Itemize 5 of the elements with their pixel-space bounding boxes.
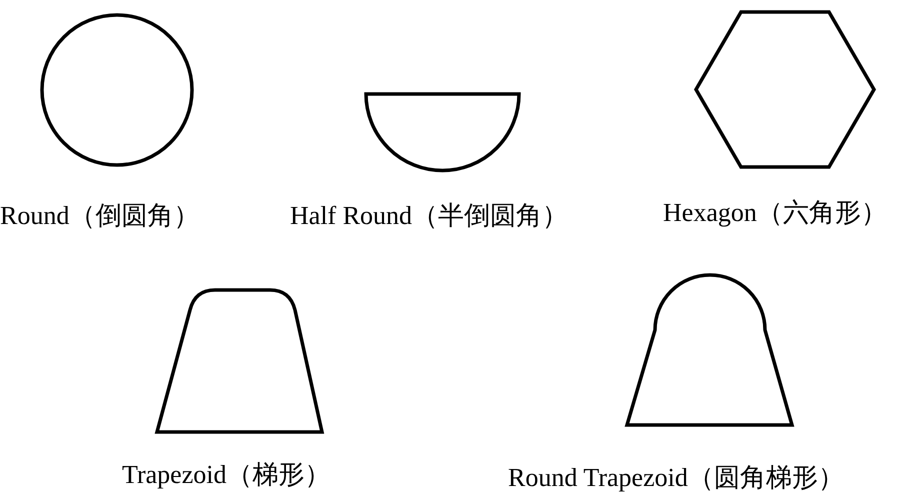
shape-label: Round（倒圆角） <box>0 201 200 231</box>
shape-label: Trapezoid（梯形） <box>122 460 330 490</box>
shape-label: Half Round（半倒圆角） <box>290 201 568 231</box>
shape-label: Round Trapezoid（圆角梯形） <box>508 463 844 493</box>
shape-label: Hexagon（六角形） <box>663 198 887 228</box>
